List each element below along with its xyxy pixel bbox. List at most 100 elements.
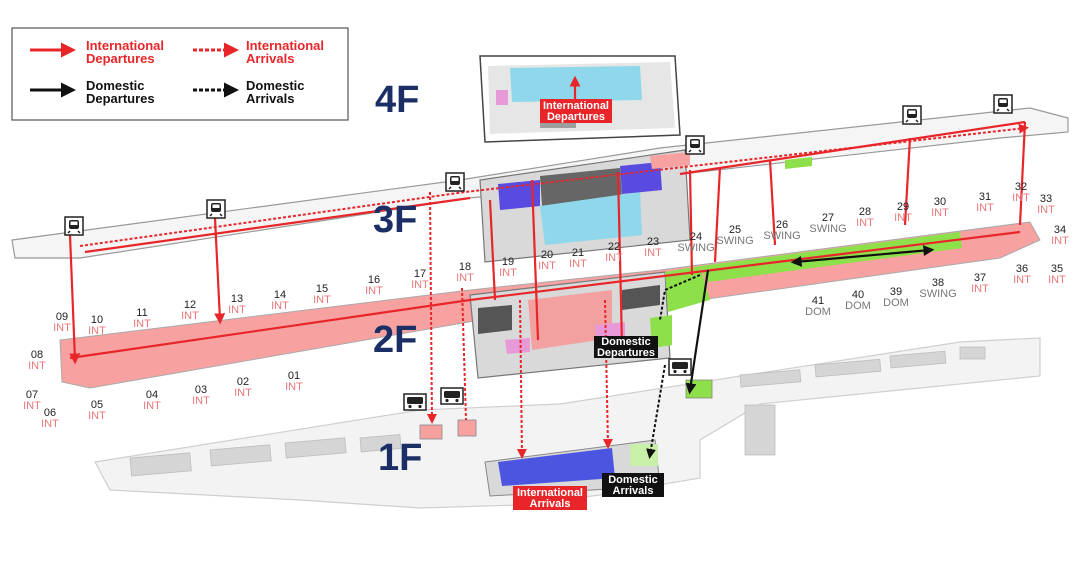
gate-type: INT	[976, 202, 994, 214]
tag-domestic-departures-2f: Domestic Departures	[594, 336, 658, 359]
gate-number: 39	[890, 286, 902, 298]
gate-number: 10	[91, 314, 103, 326]
gate-type: INT	[28, 360, 46, 372]
gate-number: 37	[974, 272, 986, 284]
svg-text:Domestic: Domestic	[608, 474, 658, 486]
legend-intl-departures: International Departures	[30, 38, 164, 66]
train-icon	[445, 172, 465, 192]
gate-type: SWING	[809, 223, 846, 235]
gate-number: 35	[1051, 263, 1063, 275]
svg-text:Arrivals: Arrivals	[246, 91, 294, 106]
svg-text:Arrivals: Arrivals	[613, 485, 654, 497]
gate-type: INT	[931, 207, 949, 219]
gate-type: DOM	[805, 306, 831, 318]
gate-number: 41	[812, 295, 824, 307]
floor-label-2f: 2F	[373, 319, 417, 361]
gate-type: INT	[569, 258, 587, 270]
gate-type: INT	[1012, 192, 1030, 204]
gate-number: 01	[288, 370, 300, 382]
gate-number: 02	[237, 376, 249, 388]
gate-type: INT	[313, 294, 331, 306]
gate-number: 32	[1015, 181, 1027, 193]
gate-type: INT	[53, 322, 71, 334]
intl-arrival-routes	[79, 123, 1029, 459]
gate-number: 31	[979, 191, 991, 203]
gate-number: 23	[647, 236, 659, 248]
bus-icon	[440, 387, 464, 405]
gate-number: 04	[146, 389, 158, 401]
gate-number: 03	[195, 384, 207, 396]
bus-icon	[668, 358, 692, 376]
gate-number: 15	[316, 283, 328, 295]
gate-type: INT	[228, 304, 246, 316]
gate-type: INT	[41, 418, 59, 430]
floor-3f-layer	[11, 107, 1069, 263]
gate-type: INT	[181, 310, 199, 322]
gate-number: 29	[897, 201, 909, 213]
svg-text:Arrivals: Arrivals	[530, 498, 571, 510]
gate-number: 06	[44, 407, 56, 419]
gate-type: INT	[894, 212, 912, 224]
gate-type: INT	[365, 285, 383, 297]
train-icon	[64, 216, 84, 236]
gate-number: 36	[1016, 263, 1028, 275]
gate-type: INT	[88, 325, 106, 337]
gate-type: SWING	[763, 230, 800, 242]
svg-text:Arrivals: Arrivals	[246, 51, 294, 66]
gate-number: 33	[1040, 193, 1052, 205]
gate-number: 11	[136, 307, 147, 319]
gate-number: 17	[414, 268, 426, 280]
gate-type: INT	[1013, 274, 1031, 286]
gate-type: SWING	[677, 242, 714, 254]
tag-international-arrivals-1f: International Arrivals	[513, 486, 587, 510]
train-icon	[685, 135, 705, 155]
gate-type: INT	[88, 410, 106, 422]
gate-number: 30	[934, 196, 946, 208]
gate-number: 12	[184, 299, 196, 311]
train-icon	[993, 94, 1013, 114]
gate-type: INT	[1037, 204, 1055, 216]
gate-type: INT	[1051, 235, 1069, 247]
floor-label-1f: 1F	[378, 437, 422, 479]
gate-type: INT	[499, 267, 517, 279]
svg-text:Departures: Departures	[597, 347, 655, 359]
gate-number: 25	[729, 224, 741, 236]
gate-number: 38	[932, 277, 944, 289]
gate-number: 13	[231, 293, 243, 305]
svg-text:Departures: Departures	[86, 91, 155, 106]
gate-labels: 09INT10INT11INT12INT13INT14INT15INT16INT…	[23, 181, 1069, 430]
svg-text:International: International	[86, 38, 164, 53]
train-icon	[206, 199, 226, 219]
svg-text:International: International	[543, 100, 609, 112]
gate-number: 07	[26, 389, 38, 401]
legend-intl-arrivals: International Arrivals	[193, 38, 324, 66]
gate-type: INT	[856, 217, 874, 229]
gate-type: INT	[285, 381, 303, 393]
